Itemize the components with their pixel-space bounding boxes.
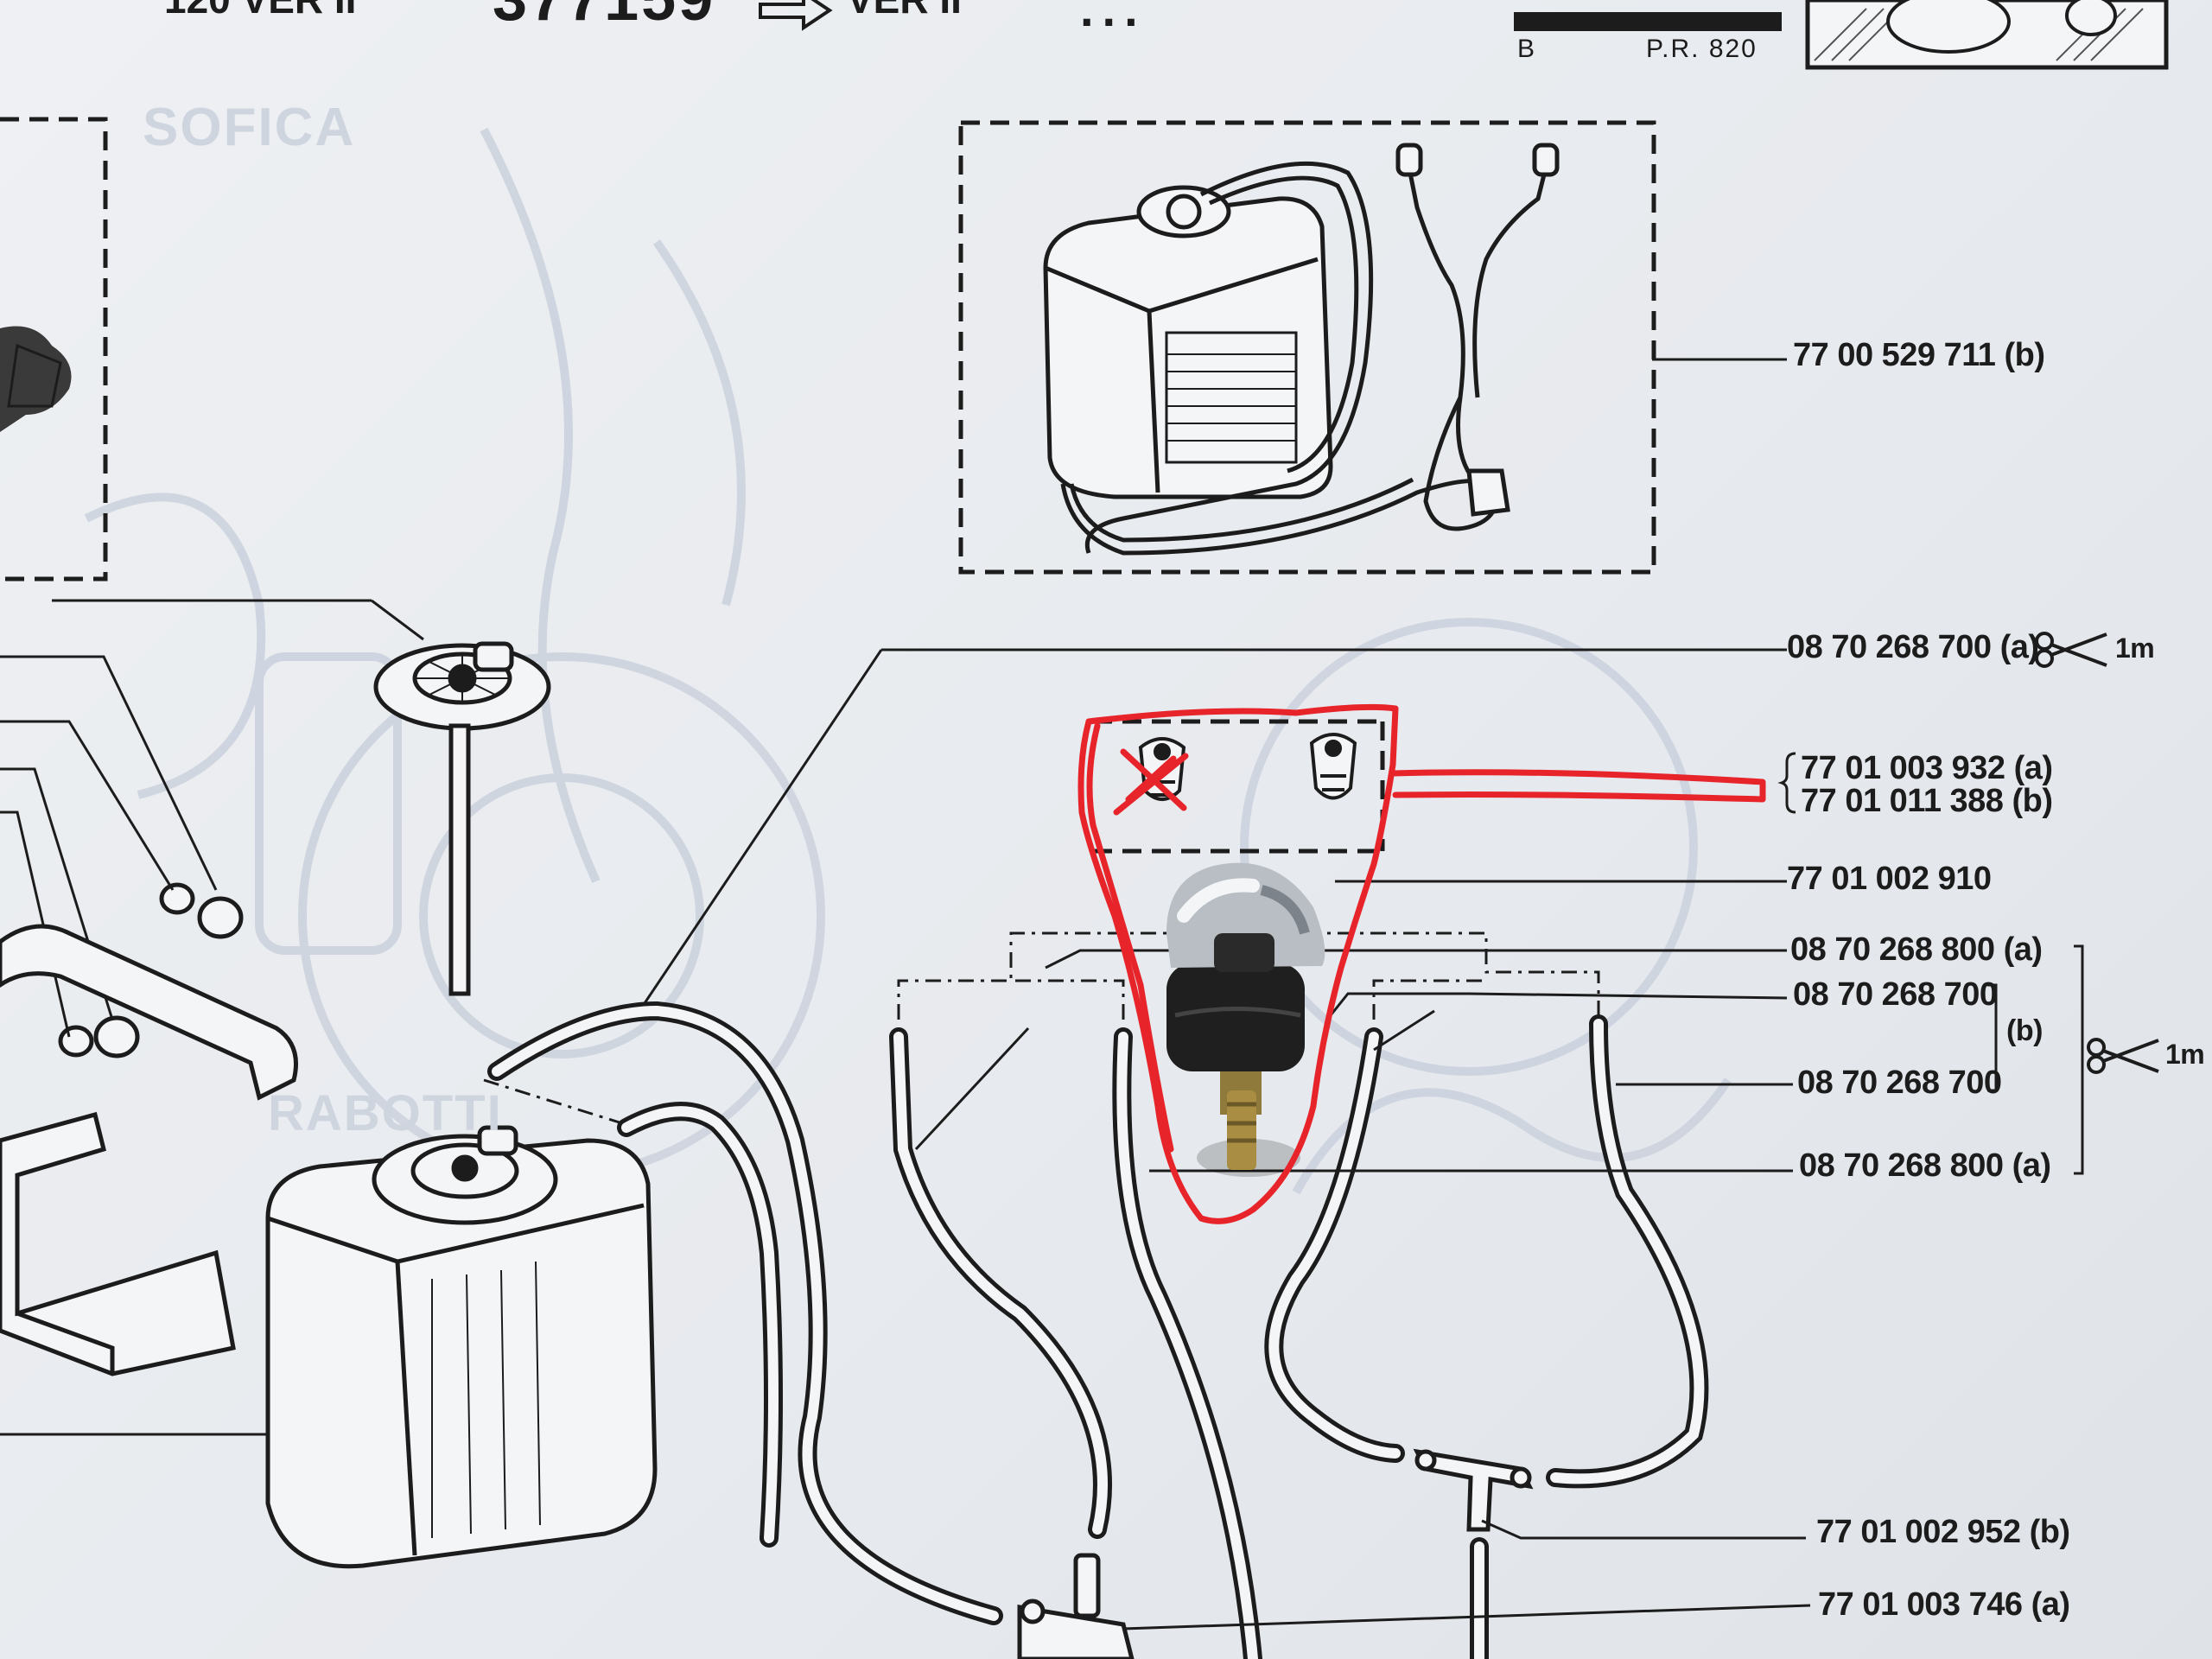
thumbnail-part-2: [2065, 0, 2117, 36]
header-bar: [1514, 12, 1782, 31]
label-hose-a-1: 08 70 268 800 (a): [1790, 931, 2043, 968]
hoses-inner: [492, 1005, 1705, 1659]
jets-box: [1093, 719, 1385, 854]
label-length-top: 1m: [2115, 632, 2155, 664]
leader-cap-2: [371, 599, 424, 641]
thumbnail-part: [1886, 0, 2011, 54]
label-hose-b-1: 08 70 268 700: [1793, 976, 1998, 1013]
header-left-text: 120 VER II: [164, 0, 356, 22]
motor-part-left: [0, 326, 72, 432]
nuts-and-washers: [58, 882, 244, 1058]
red-annotation: [1077, 703, 1766, 1224]
scissors-icon: [2087, 1038, 2159, 1074]
reservoir-assembly-box: [958, 120, 1656, 575]
ghost-text-sofica: SOFICA: [143, 98, 356, 157]
label-reservoir-assembly: 77 00 529 711 (b): [1793, 337, 2045, 373]
y-connector: [1017, 1553, 1135, 1659]
header-arrow: [759, 0, 833, 31]
label-brackets: [1777, 752, 2084, 1175]
physical-washer-nozzle: [1166, 862, 1325, 1177]
header-part-number: 377159: [493, 0, 715, 35]
label-length-right: 1m: [2165, 1039, 2205, 1070]
scissors-icon: [2035, 632, 2107, 668]
label-tee-connector: 77 01 002 952 (b): [1816, 1514, 2070, 1550]
reservoir-lower: [265, 1125, 658, 1569]
label-jet-b: 77 01 011 388 (b): [1801, 783, 2053, 819]
label-nozzle: 77 01 002 910: [1787, 861, 1992, 897]
header-ellipsis: ...: [1080, 0, 1147, 36]
washer-jet-b: [1309, 733, 1357, 800]
leader-hose-top: [638, 648, 1787, 1012]
ghost-text-rabotti: RABOTTI: [268, 1085, 503, 1141]
label-jet-a: 77 01 003 932 (a): [1801, 750, 2053, 786]
page-reference: P.R. 820: [1646, 35, 1758, 63]
tee-connector: [1413, 1448, 1534, 1532]
label-bracket-b: (b): [2006, 1014, 2043, 1047]
leader-lines: [914, 880, 1811, 1630]
section-letter: B: [1517, 35, 1535, 63]
reservoir-top: [1043, 143, 1560, 556]
mounting-bracket: [0, 924, 298, 1376]
left-assembly-box: [0, 117, 108, 582]
header-right-text: VER II: [847, 0, 962, 22]
label-y-connector: 77 01 003 746 (a): [1818, 1586, 2070, 1623]
label-hose-cut-top: 08 70 268 700 (a): [1787, 629, 2039, 665]
filler-cap-with-tube: [373, 641, 551, 996]
label-hose-b-2: 08 70 268 700: [1797, 1065, 2002, 1101]
label-hose-a-2: 08 70 268 800 (a): [1799, 1147, 2051, 1184]
